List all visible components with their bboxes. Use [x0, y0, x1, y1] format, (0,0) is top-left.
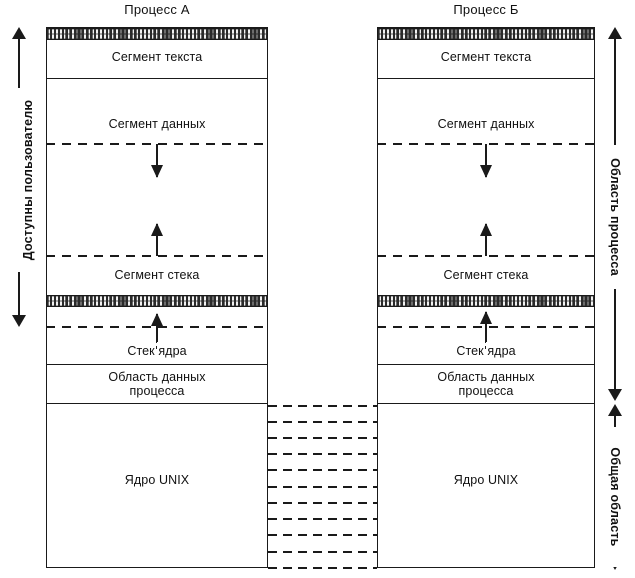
segment-label-kernel-stack-b: Стек ядра — [456, 344, 516, 358]
top-hatched-band-b — [378, 28, 594, 40]
divider-kstack-pdata-a — [47, 364, 267, 365]
dashed-boundary-kernel-stack-b — [377, 326, 595, 328]
top-hatched-band-a — [47, 28, 267, 40]
shared-kernel-connector — [268, 405, 377, 571]
shared-area-label: Общая область — [605, 427, 625, 567]
segment-label-unix-kernel-a: Ядро UNIX — [124, 473, 190, 487]
column-title-process-b: Процесс Б — [453, 2, 519, 17]
stack-growth-arrow-a — [150, 223, 164, 256]
stack-growth-arrow-b — [479, 223, 493, 256]
divider-text-data-b — [378, 78, 594, 79]
dashed-boundary-stack-a — [46, 255, 268, 257]
segment-label-data-b: Сегмент данных — [437, 117, 535, 131]
process-area-label: Область процесса — [605, 145, 625, 289]
divider-kstack-pdata-b — [378, 364, 594, 365]
segment-label-text-a: Сегмент текста — [111, 50, 203, 64]
data-growth-arrow-a — [150, 144, 164, 178]
data-growth-arrow-b — [479, 144, 493, 178]
column-title-process-a: Процесс А — [124, 2, 190, 17]
segment-label-text-b: Сегмент текста — [440, 50, 532, 64]
segment-label-stack-b: Сегмент стека — [443, 268, 529, 282]
segment-label-unix-kernel-b: Ядро UNIX — [453, 473, 519, 487]
user-accessible-label: Доступны пользователю — [18, 88, 38, 272]
segment-label-process-data-b: Область данных процесса — [437, 370, 535, 398]
segment-label-kernel-stack-a: Стек ядра — [127, 344, 187, 358]
divider-pdata-kernel-b — [378, 403, 594, 404]
kernel-stack-arrow-a — [150, 313, 164, 342]
dashed-boundary-kernel-stack-a — [46, 326, 268, 328]
dashed-boundary-stack-b — [377, 255, 595, 257]
divider-pdata-kernel-a — [47, 403, 267, 404]
mid-hatched-band-a — [47, 295, 267, 307]
mid-hatched-band-b — [378, 295, 594, 307]
segment-label-data-a: Сегмент данных — [108, 117, 206, 131]
process-a-memory-map: Сегмент текста Сегмент данных Сегмент ст… — [46, 27, 268, 568]
segment-label-process-data-a: Область данных процесса — [108, 370, 206, 398]
process-b-memory-map: Сегмент текста Сегмент данных Сегмент ст… — [377, 27, 595, 568]
divider-text-data-a — [47, 78, 267, 79]
segment-label-stack-a: Сегмент стека — [114, 268, 200, 282]
